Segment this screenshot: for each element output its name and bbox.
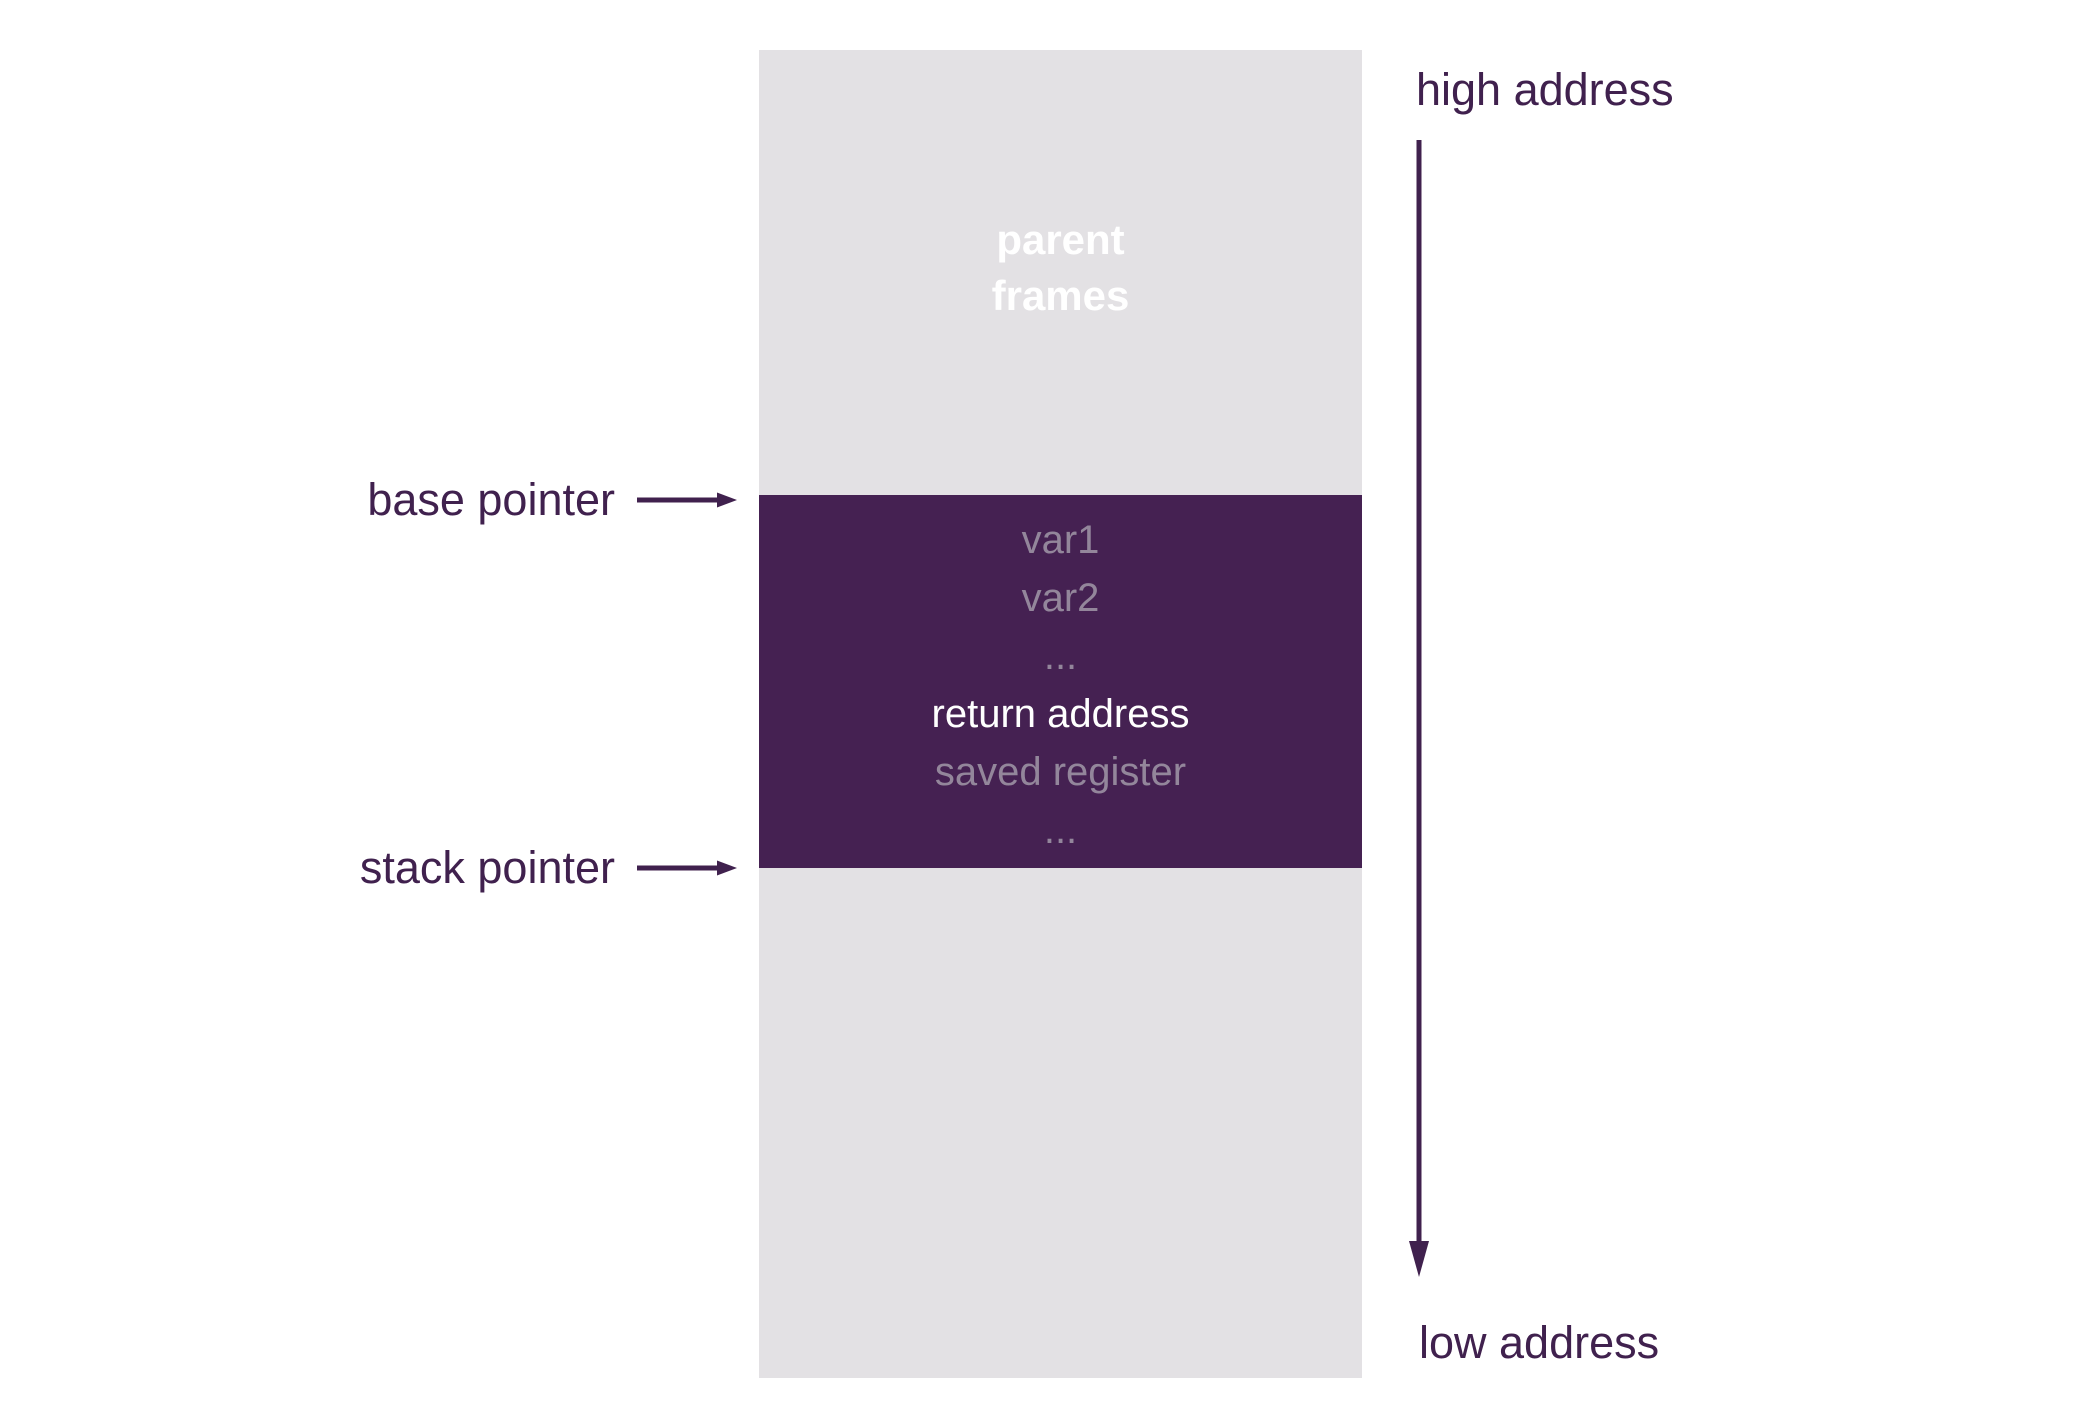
parent-frames-line2: frames — [991, 272, 1130, 319]
base-pointer-label: base pointer — [367, 474, 615, 525]
frame-line-var2: var2 — [1021, 576, 1100, 620]
right-arrow-icon — [637, 492, 737, 508]
frame-line-saved-register: saved register — [934, 750, 1187, 794]
frame-line-ellipsis-1: ... — [1043, 634, 1078, 678]
parent-frames-line1: parent — [996, 216, 1125, 263]
frame-line-ellipsis-2: ... — [1043, 808, 1078, 852]
frame-line-return-address: return address — [931, 692, 1190, 736]
current-stack-frame: var1 var2 ... return address saved regis… — [759, 495, 1362, 868]
frame-line-var1: var1 — [1021, 518, 1100, 562]
down-arrow-icon — [1409, 140, 1429, 1277]
low-address-label: low address — [1419, 1317, 1660, 1368]
high-address-label: high address — [1416, 64, 1674, 115]
parent-frames-label: parent frames — [759, 212, 1362, 324]
stack-pointer-label: stack pointer — [359, 842, 615, 893]
base-pointer-row: base pointer — [367, 472, 737, 528]
stack-pointer-row: stack pointer — [360, 840, 737, 896]
right-arrow-icon — [637, 860, 737, 876]
